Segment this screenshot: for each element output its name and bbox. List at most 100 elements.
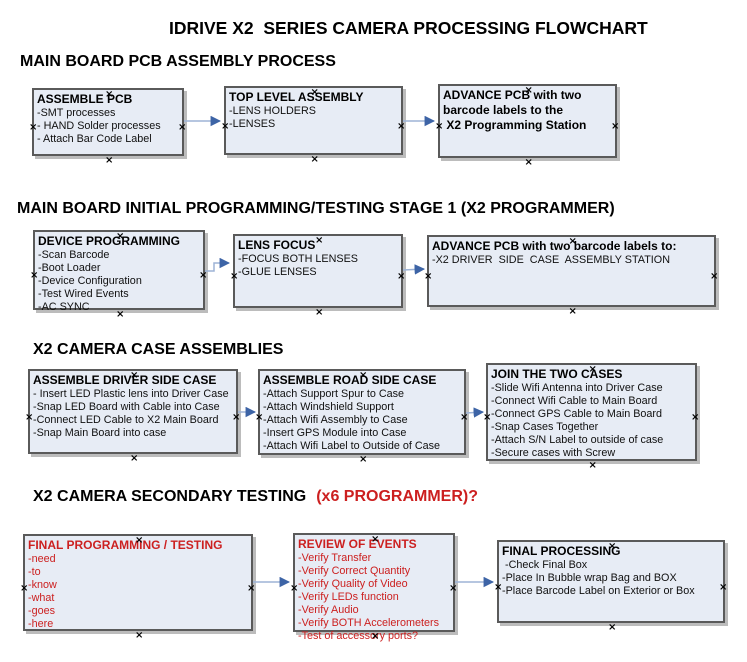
box-line: -Test Wired Events <box>38 288 129 300</box>
anchor-x-icon <box>311 149 318 158</box>
box-line: -Verify Quality of Video <box>298 578 408 590</box>
box-line: -to <box>28 566 41 578</box>
box-title: barcode labels to the <box>443 103 564 117</box>
box-line: -Snap Cases Together <box>491 421 599 433</box>
flow-box-review-of-events: REVIEW OF EVENTS -Verify Transfer -Verif… <box>290 533 455 642</box>
box-line: -Verify Transfer <box>298 552 372 564</box>
box-line: -Test of accessory ports? <box>298 630 419 642</box>
box-line: -Insert GPS Module into Case <box>263 427 407 439</box>
anchor-x-icon <box>315 302 322 311</box>
anchor-x-icon <box>230 266 237 275</box>
flow-connector-arrow <box>465 407 485 418</box>
anchor-x-icon <box>255 407 262 416</box>
flow-box-final-programming-testing: FINAL PROGRAMMING / TESTING -need -to -k… <box>23 534 253 631</box>
box-line: -Verify Audio <box>298 604 359 616</box>
box-line: - HAND Solder processes <box>37 120 161 132</box>
anchor-x-icon <box>483 407 490 416</box>
anchor-x-icon <box>608 617 615 626</box>
anchor-x-icon <box>424 266 431 275</box>
anchor-x-icon <box>525 152 532 161</box>
section-heading-initial-programming: MAIN BOARD INITIAL PROGRAMMING/TESTING S… <box>17 200 615 217</box>
box-line: -Attach Wifi Assembly to Case <box>263 414 408 426</box>
anchor-x-icon <box>130 448 137 457</box>
box-line: -here <box>28 618 54 630</box>
box-line: -Check Final Box <box>502 559 588 571</box>
anchor-x-icon <box>105 150 112 159</box>
box-title: LENS FOCUS <box>238 238 316 252</box>
anchor-x-icon <box>569 301 576 310</box>
box-title: DEVICE PROGRAMMING <box>38 234 181 248</box>
box-line: -Snap Main Board into case <box>33 427 167 439</box>
box-line: -need <box>28 553 56 565</box>
box-line: -Connect LED Cable to X2 Main Board <box>33 414 219 426</box>
page-title: IDRIVE X2 SERIES CAMERA PROCESSING FLOWC… <box>169 18 648 38</box>
heading-black-part: X2 CAMERA SECONDARY TESTING <box>33 488 307 505</box>
box-title: ASSEMBLE DRIVER SIDE CASE <box>33 373 217 387</box>
anchor-x-icon <box>710 266 717 275</box>
box-line: -goes <box>28 605 56 617</box>
heading-red-part: (x6 PROGRAMMER)? <box>316 488 478 505</box>
box-line: -what <box>28 592 55 604</box>
flow-box-lens-focus: LENS FOCUS -FOCUS BOTH LENSES -GLUE LENS… <box>233 234 403 308</box>
box-title: JOIN THE TWO CASES <box>491 367 623 381</box>
box-line: - Insert LED Plastic lens into Driver Ca… <box>33 388 229 400</box>
flow-box-top-level-assembly: TOP LEVEL ASSEMBLY -LENS HOLDERS -LENSES <box>224 86 403 155</box>
box-line: -LENSES <box>229 118 276 130</box>
flow-box-join-two-cases: JOIN THE TWO CASES -Slide Wifi Antenna i… <box>486 363 697 461</box>
box-line: -Connect GPS Cable to Main Board <box>491 408 663 420</box>
box-line: -Attach Wifi Label to Outside of Case <box>263 440 441 452</box>
flow-box-final-processing: FINAL PROCESSING -Check Final Box -Place… <box>497 540 725 623</box>
box-line: -know <box>28 579 57 591</box>
section-heading-secondary-testing: X2 CAMERA SECONDARY TESTING (x6 PROGRAMME… <box>33 487 478 506</box>
box-title: ASSEMBLE PCB <box>37 92 133 106</box>
box-title: ADVANCE PCB with two <box>443 88 582 102</box>
box-line: -Place Barcode Label on Exterior or Box <box>502 585 695 597</box>
anchor-x-icon <box>494 577 501 586</box>
box-line: -AC SYNC <box>38 301 90 313</box>
box-line: -FOCUS BOTH LENSES <box>238 253 358 265</box>
box-line: -Verify LEDs function <box>298 591 399 603</box>
box-title: REVIEW OF EVENTS <box>298 537 417 551</box>
box-line: -LENS HOLDERS <box>229 105 316 117</box>
anchor-x-icon <box>435 116 442 125</box>
anchor-x-icon <box>25 407 32 416</box>
section-heading-pcb-assembly: MAIN BOARD PCB ASSEMBLY PROCESS <box>20 53 336 70</box>
box-line: -Snap LED Board with Cable into Case <box>33 401 220 413</box>
box-title: FINAL PROCESSING <box>502 544 621 558</box>
box-title: ADVANCE PCB with two barcode labels to: <box>432 239 677 253</box>
box-title: TOP LEVEL ASSEMBLY <box>229 90 364 104</box>
anchor-x-icon <box>20 578 27 587</box>
box-line: -X2 DRIVER SIDE CASE ASSEMBLY STATION <box>432 254 670 266</box>
box-title: FINAL PROGRAMMING / TESTING <box>28 538 223 552</box>
anchor-x-icon <box>221 116 228 125</box>
flow-box-assemble-road-side-case: ASSEMBLE ROAD SIDE CASE -Attach Support … <box>258 369 466 455</box>
box-line: -SMT processes <box>37 107 116 119</box>
box-line: -Scan Barcode <box>38 249 110 261</box>
anchor-x-icon <box>30 265 37 274</box>
box-line: -Connect Wifi Cable to Main Board <box>491 395 658 407</box>
flow-box-advance-pcb-driver-case-station: ADVANCE PCB with two barcode labels to: … <box>427 235 716 307</box>
box-line: -Attach Support Spur to Case <box>263 388 405 400</box>
box-title: X2 Programming Station <box>443 118 587 132</box>
flow-box-device-programming: DEVICE PROGRAMMING -Scan Barcode -Boot L… <box>30 230 205 313</box>
box-line: -Attach S/N Label to outside of case <box>491 434 664 446</box>
flow-box-advance-pcb-programming-station: ADVANCE PCB with two barcode labels to t… <box>438 84 617 158</box>
flow-connector-arrow <box>402 264 426 275</box>
box-line: -Boot Loader <box>38 262 101 274</box>
flow-box-assemble-pcb: ASSEMBLE PCB -SMT processes - HAND Solde… <box>32 88 184 156</box>
flow-box-assemble-driver-side-case: ASSEMBLE DRIVER SIDE CASE - Insert LED P… <box>28 369 238 454</box>
box-line: -Slide Wifi Antenna into Driver Case <box>491 382 663 394</box>
box-line: -GLUE LENSES <box>238 266 317 278</box>
box-line: - Attach Bar Code Label <box>37 133 152 145</box>
anchor-x-icon <box>29 117 36 126</box>
box-title: ASSEMBLE ROAD SIDE CASE <box>263 373 437 387</box>
flow-connector-arrow <box>205 257 231 272</box>
box-line: -Verify BOTH Accelerometers <box>298 617 439 629</box>
box-line: -Place In Bubble wrap Bag and BOX <box>502 572 677 584</box>
anchor-x-icon <box>290 578 297 587</box>
box-line: -Secure cases with Screw <box>491 447 616 459</box>
box-line: -Attach Windshield Support <box>263 401 394 413</box>
box-line: -Device Configuration <box>38 275 142 287</box>
section-heading-case-assemblies: X2 CAMERA CASE ASSEMBLIES <box>33 341 284 358</box>
